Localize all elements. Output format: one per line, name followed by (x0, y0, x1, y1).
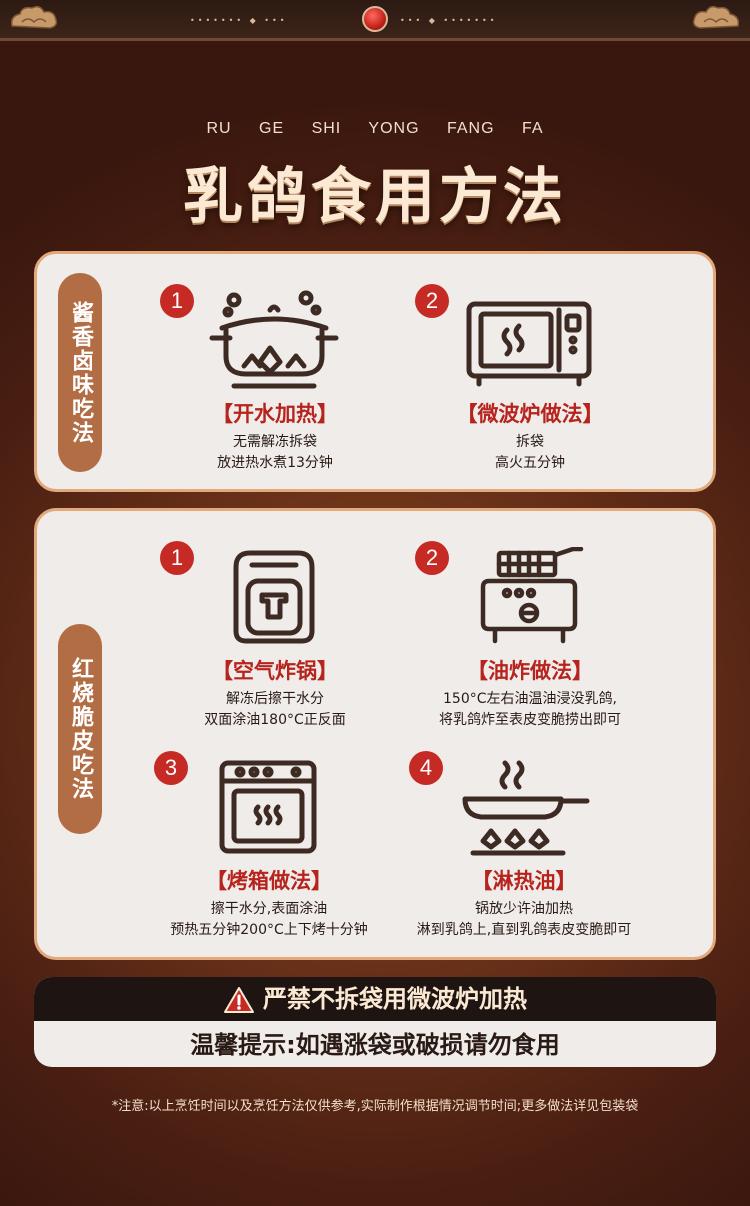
step-microwave: 2 【微波炉做法】 拆袋 高火五分钟 (415, 284, 695, 474)
step-number: 2 (415, 541, 449, 575)
step-boil: 1 【开水加热】 无需解冻拆袋 放进热水煮13分钟 (160, 284, 440, 474)
step-name: 【油炸做法】 (467, 659, 593, 683)
step-number: 2 (415, 284, 449, 318)
step-name: 【淋热油】 (471, 869, 577, 893)
step-name: 【微波炉做法】 (456, 402, 604, 426)
warning-text: 严禁不拆袋用微波炉加热 (263, 985, 527, 1013)
step-description: 150°C左右油温油浸没乳鸽, 将乳鸽炸至表皮变脆捞出即可 (439, 691, 621, 728)
pot-icon (209, 290, 339, 389)
crispy-method-card: 红烧脆皮吃法 1 【空气炸锅】 解冻后擦干水分 双面涂油180°C正反面 2 (34, 508, 716, 960)
side-label-braised: 酱香卤味吃法 (58, 273, 102, 472)
warning-box: 严禁不拆袋用微波炉加热 温馨提示:如遇涨袋或破损请勿食用 (34, 977, 716, 1067)
step-name: 【开水加热】 (212, 402, 338, 426)
step-name: 【烤箱做法】 (206, 869, 332, 893)
step-description: 锅放少许油加热 淋到乳鸽上,直到乳鸽表皮变脆即可 (416, 901, 632, 938)
red-gem-icon (362, 6, 388, 32)
deep-fryer-icon (480, 547, 584, 644)
microwave-icon (466, 301, 592, 387)
cloud-ornament-icon (10, 5, 58, 29)
dot-ornament-right: ••• ◆ ••••••• (400, 16, 498, 25)
warning-banner: 严禁不拆袋用微波炉加热 (34, 977, 716, 1021)
air-fryer-icon (233, 550, 315, 644)
footnote: *注意:以上烹饪时间以及烹饪方法仅供参考,实际制作根据情况调节时间;更多做法详见… (111, 1099, 639, 1114)
side-label-crispy: 红烧脆皮吃法 (58, 624, 102, 834)
step-description: 拆袋 高火五分钟 (495, 434, 565, 471)
warning-triangle-icon (224, 987, 254, 1013)
page-title: 乳鸽食用方法 (183, 162, 567, 232)
title-pinyin: RU GE SHI YONG FANG FA (206, 120, 544, 137)
step-hot-oil: 4 【淋热油】 锅放少许油加热 淋到乳鸽上,直到乳鸽表皮变脆即可 (409, 751, 689, 941)
step-deep-fry: 2 【油炸做法】 150°C左右油温油浸没乳鸽, 将乳鸽炸至表皮变脆捞出即可 (415, 541, 695, 731)
step-number: 1 (160, 284, 194, 318)
warm-tip: 温馨提示:如遇涨袋或破损请勿食用 (190, 1031, 560, 1059)
braised-method-card: 酱香卤味吃法 1 【开水加热】 无需解冻拆袋 放进热水煮13分钟 2 (34, 251, 716, 492)
frying-pan-icon (462, 760, 590, 856)
oven-icon (219, 760, 317, 854)
step-description: 无需解冻拆袋 放进热水煮13分钟 (217, 434, 333, 471)
step-number: 1 (160, 541, 194, 575)
step-number: 3 (154, 751, 188, 785)
step-description: 擦干水分,表面涂油 预热五分钟200°C上下烤十分钟 (170, 901, 368, 938)
step-air-fryer: 1 【空气炸锅】 解冻后擦干水分 双面涂油180°C正反面 (160, 541, 440, 731)
top-decorative-bar: ••••••• ◆ ••• ••• ◆ ••••••• (0, 0, 750, 41)
cloud-ornament-icon (692, 5, 740, 29)
step-description: 解冻后擦干水分 双面涂油180°C正反面 (204, 691, 346, 728)
step-number: 4 (409, 751, 443, 785)
step-oven: 3 【烤箱做法】 擦干水分,表面涂油 预热五分钟200°C上下烤十分钟 (154, 751, 434, 941)
dot-ornament-left: ••••••• ◆ ••• (190, 16, 288, 25)
step-name: 【空气炸锅】 (212, 659, 338, 683)
